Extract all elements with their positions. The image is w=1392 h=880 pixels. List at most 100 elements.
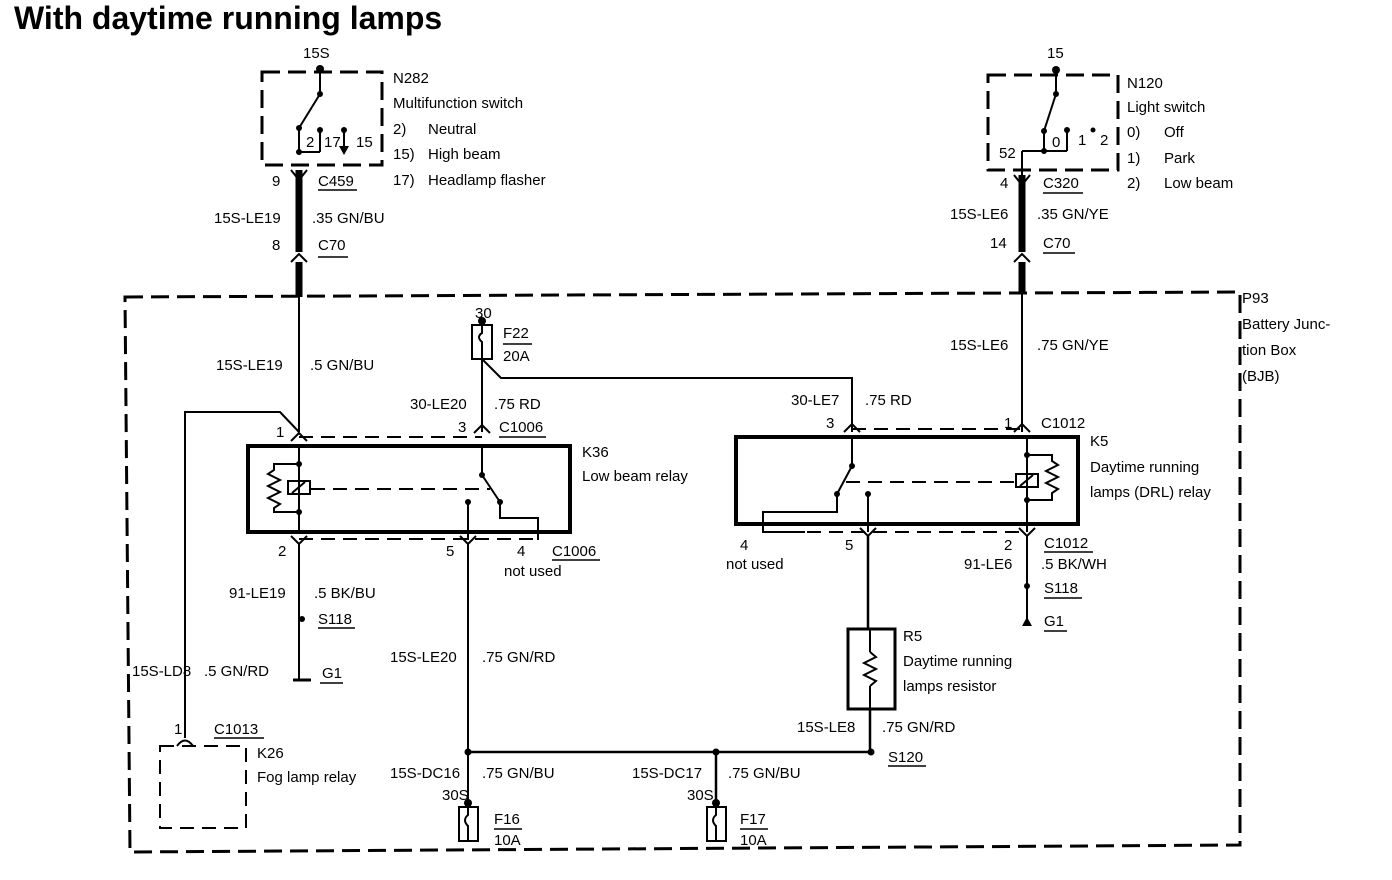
n120-pos-label-1: Park	[1164, 150, 1195, 167]
f16-rating: 10A	[494, 832, 521, 849]
n282-name: Multifunction switch	[393, 95, 523, 112]
n120-name: Light switch	[1127, 99, 1205, 116]
k5-drl-relay: 3 1 C1012 4 5 2 C1012 not used K5 Daytim…	[726, 415, 1211, 573]
le6-top-spec: .35 GN/YE	[1037, 206, 1109, 223]
le19-spec: .5 GN/BU	[310, 357, 374, 374]
dc16-spec: .75 GN/BU	[482, 765, 555, 782]
k36-connector-bottom: C1006	[552, 543, 596, 560]
le6-spec: .75 GN/YE	[1037, 337, 1109, 354]
k36-pin4-not-used: not used	[504, 563, 562, 580]
f17-terminal: 30S	[687, 787, 714, 804]
c459-connector: C459	[318, 173, 354, 190]
n282-pos-label-2: Headlamp flasher	[428, 172, 546, 189]
n282-pos-label-0: Neutral	[428, 121, 476, 138]
r5-name-1: Daytime running	[903, 653, 1012, 670]
le19-circuit: 15S-LE19	[216, 357, 283, 374]
f17-id: F17	[740, 811, 766, 828]
n120-pos-num-1: 1)	[1127, 150, 1140, 167]
f22-rating: 20A	[503, 348, 530, 365]
n282-pos-label-1: High beam	[428, 146, 501, 163]
n282-contact-17: 17	[324, 134, 341, 151]
s118-left: S118	[318, 611, 352, 628]
gnd-le19-circuit: 91-LE19	[229, 585, 286, 602]
le8-spec: .75 GN/RD	[882, 719, 956, 736]
n120-id: N120	[1127, 75, 1163, 92]
le20-spec: .75 GN/RD	[482, 649, 556, 666]
f17-rating: 10A	[740, 832, 767, 849]
r5-id: R5	[903, 628, 922, 645]
k5-pin-2: 2	[1004, 537, 1012, 554]
k26-fog-lamp-relay: 1 C1013 K26 Fog lamp relay	[159, 721, 357, 829]
n282-pos-num-2: 17)	[393, 172, 415, 189]
c70-right-connector: C70	[1043, 235, 1071, 252]
le19-top-circuit: 15S-LE19	[214, 210, 281, 227]
n282-multifunction-switch: 15S 2 17 15 N282 Multifunction switch 2)…	[260, 45, 546, 191]
k36-low-beam-relay: 1 3 C1006 2 5 4 C1006 not used K36 Low b…	[246, 419, 688, 580]
n282-id: N282	[393, 70, 429, 87]
ld8-circuit: 15S-LD8	[132, 663, 191, 680]
n120-terminal-52: 52	[999, 145, 1016, 162]
k5-pin-1: 1	[1004, 415, 1012, 432]
n120-light-switch: 15 0 1 2 52 N120 Light switch 0) Off 1) …	[986, 45, 1233, 194]
k5-connector-bottom: C1012	[1044, 535, 1088, 552]
n120-contact-0: 0	[1052, 134, 1060, 151]
k5-pin-5: 5	[845, 537, 853, 554]
k5-pin4-not-used: not used	[726, 556, 784, 573]
c70-right-pin: 14	[990, 235, 1007, 252]
s120-splice: S120	[888, 749, 923, 766]
p93-name-1: Battery Junc-	[1242, 316, 1330, 333]
s118-right: S118	[1044, 580, 1078, 597]
f16-terminal: 30S	[442, 787, 469, 804]
f16-fuse: 15S-DC16 .75 GN/BU 30S F16 10A	[390, 765, 555, 849]
n282-pos-num-0: 2)	[393, 121, 406, 138]
c459-pin: 9	[272, 173, 280, 190]
r5-drl-resistor: R5 Daytime running lamps resistor	[846, 627, 1012, 711]
c320-pin: 4	[1000, 175, 1008, 192]
r5-name-2: lamps resistor	[903, 678, 996, 695]
le8-circuit: 15S-LE8	[797, 719, 855, 736]
n282-contact-2: 2	[306, 134, 314, 151]
n282-supply: 15S	[303, 45, 330, 62]
p93-name-2: tion Box	[1242, 342, 1297, 359]
k36-connector-top: C1006	[499, 419, 543, 436]
le20-30-spec: .75 RD	[494, 396, 541, 413]
c1013-connector: C1013	[214, 721, 258, 738]
le6-top-circuit: 15S-LE6	[950, 206, 1008, 223]
c320-connector: C320	[1043, 175, 1079, 192]
le19-top-spec: .35 GN/BU	[312, 210, 385, 227]
n120-supply: 15	[1047, 45, 1064, 62]
k5-pin-3: 3	[826, 415, 834, 432]
n120-pos-num-2: 2)	[1127, 175, 1140, 192]
c70-left-pin: 8	[272, 237, 280, 254]
f16-id: F16	[494, 811, 520, 828]
le20-circuit: 15S-LE20	[390, 649, 457, 666]
n120-pos-num-0: 0)	[1127, 124, 1140, 141]
n120-contact-1: 1	[1078, 132, 1086, 149]
k5-connector-top: C1012	[1041, 415, 1085, 432]
diagram-title: With daytime running lamps	[14, 0, 443, 36]
le7-spec: .75 RD	[865, 392, 912, 409]
n120-pos-label-0: Off	[1164, 124, 1185, 141]
p93-id: P93	[1242, 290, 1269, 307]
n282-pos-num-1: 15)	[393, 146, 415, 163]
le20-30-circuit: 30-LE20	[410, 396, 467, 413]
k36-id: K36	[582, 444, 609, 461]
g1-right: G1	[1044, 613, 1064, 630]
le6-circuit: 15S-LE6	[950, 337, 1008, 354]
p93-outline	[123, 290, 1242, 854]
f17-fuse: 15S-DC17 .75 GN/BU 30S F17 10A	[632, 765, 801, 849]
k36-pin-2: 2	[278, 543, 286, 560]
g1-left: G1	[322, 665, 342, 682]
f22-id: F22	[503, 325, 529, 342]
k5-id: K5	[1090, 433, 1108, 450]
c70-left-connector: C70	[318, 237, 346, 254]
k36-pin-3: 3	[458, 419, 466, 436]
k5-name-1: Daytime running	[1090, 459, 1199, 476]
gnd-le6-circuit: 91-LE6	[964, 556, 1012, 573]
n120-pos-label-2: Low beam	[1164, 175, 1233, 192]
dc17-spec: .75 GN/BU	[728, 765, 801, 782]
k36-pin-4: 4	[517, 543, 525, 560]
gnd-le6-spec: .5 BK/WH	[1041, 556, 1107, 573]
k36-pin-5: 5	[446, 543, 454, 560]
